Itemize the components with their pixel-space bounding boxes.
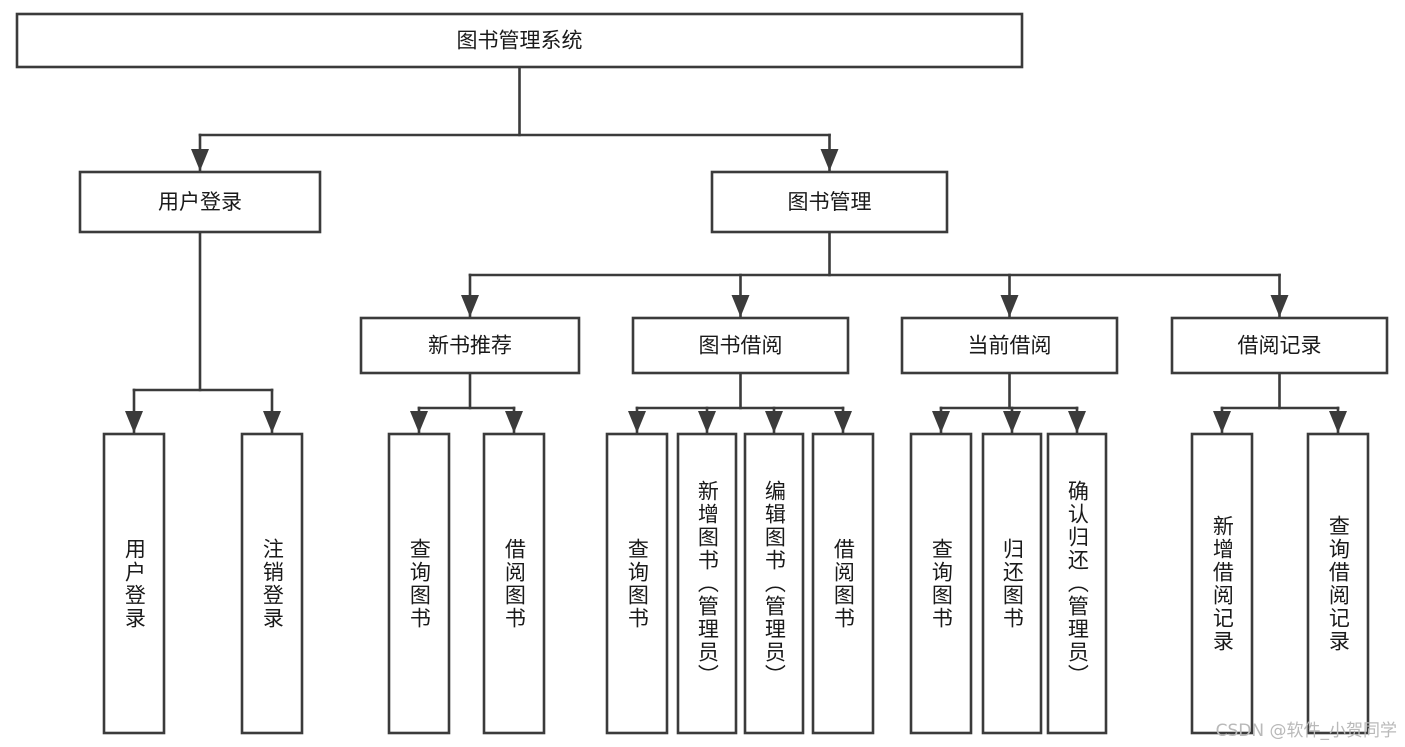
node-leaf-confirm-return[interactable]: [1046, 432, 1108, 735]
node-new-book-recommend[interactable]: [359, 316, 581, 375]
arrow-head-icon: [932, 411, 950, 433]
node-borrow-record-label: 借阅记录: [1238, 334, 1322, 358]
arrow-head-icon: [731, 295, 750, 317]
node-borrow-record[interactable]: [1170, 316, 1389, 375]
arrow-head-icon: [765, 411, 783, 433]
arrow-head-icon: [1270, 295, 1289, 317]
node-leaf-logout[interactable]: [240, 432, 304, 735]
node-book-borrow-label: 图书借阅: [699, 334, 783, 358]
node-leaf-query-book-current[interactable]: [909, 432, 973, 735]
node-leaf-query-book-recommend[interactable]: [387, 432, 451, 735]
csdn-watermark: CSDN @软件_小贺同学: [1215, 721, 1397, 741]
arrow-head-icon: [410, 411, 428, 433]
arrow-head-icon: [820, 149, 839, 171]
node-user-login-label: 用户登录: [158, 190, 242, 214]
node-leaf-add-book[interactable]: [676, 432, 738, 735]
node-leaf-query-book-borrow[interactable]: [605, 432, 669, 735]
boxes-layer: [15, 12, 1389, 735]
node-root-root[interactable]: [15, 12, 1024, 69]
node-user-login[interactable]: [78, 170, 322, 234]
arrow-head-icon: [1000, 295, 1019, 317]
arrow-head-icon: [698, 411, 716, 433]
node-current-borrow[interactable]: [900, 316, 1119, 375]
arrow-head-icon: [505, 411, 523, 433]
arrow-head-icon: [628, 411, 646, 433]
node-leaf-edit-book[interactable]: [743, 432, 805, 735]
arrow-head-icon: [125, 411, 143, 433]
arrow-head-icon: [834, 411, 852, 433]
node-book-management-label: 图书管理: [788, 190, 872, 214]
arrow-head-icon: [1213, 411, 1231, 433]
arrow-head-icon: [1003, 411, 1021, 433]
node-current-borrow-label: 当前借阅: [968, 334, 1052, 358]
node-book-borrow[interactable]: [631, 316, 850, 375]
arrow-head-icon: [1329, 411, 1347, 433]
node-leaf-borrow-book-recommend[interactable]: [482, 432, 546, 735]
node-new-book-recommend-label: 新书推荐: [428, 334, 512, 358]
node-leaf-add-borrow-record[interactable]: [1190, 432, 1254, 735]
node-leaf-user-login[interactable]: [102, 432, 166, 735]
connectors-layer: [125, 65, 1347, 435]
arrow-head-icon: [1068, 411, 1086, 433]
arrow-head-icon: [191, 149, 209, 171]
node-book-management[interactable]: [710, 170, 949, 234]
node-root-root-label: 图书管理系统: [457, 29, 583, 53]
arrow-head-icon: [461, 295, 479, 317]
node-leaf-return-book[interactable]: [981, 432, 1043, 735]
node-leaf-borrow-book[interactable]: [811, 432, 875, 735]
arrow-head-icon: [263, 411, 281, 433]
node-leaf-query-borrow-record[interactable]: [1306, 432, 1370, 735]
